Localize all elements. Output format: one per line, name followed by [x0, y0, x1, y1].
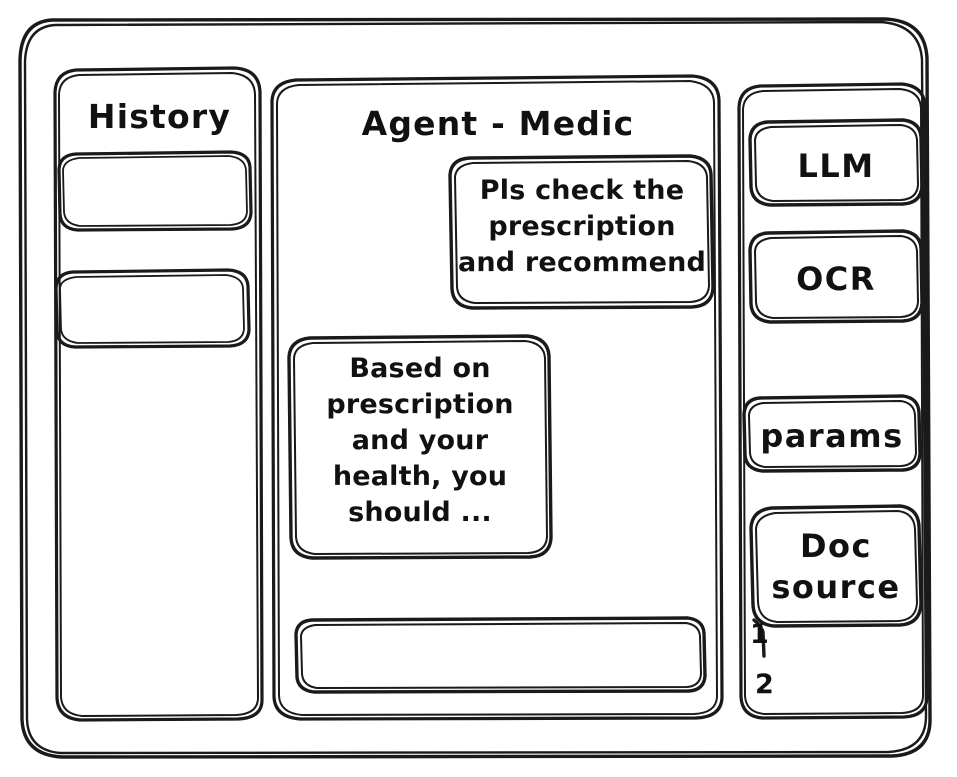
left-sidebar-title: History	[87, 97, 232, 136]
tool-ocr-button[interactable]: OCR	[750, 231, 922, 322]
tool-llm-label: LLM	[797, 147, 875, 185]
tool-params-button[interactable]: params	[744, 396, 920, 471]
doc-source-tick-icon	[752, 618, 766, 658]
history-item-2[interactable]	[56, 270, 249, 347]
doc-source-item-2[interactable]: 2	[755, 669, 775, 700]
user-message-bubble: Pls check the prescription and recommend	[457, 175, 707, 278]
tool-doc-source-label: Doc source	[771, 527, 901, 606]
message-input[interactable]	[298, 621, 702, 690]
tool-llm-button[interactable]: LLM	[750, 120, 922, 205]
tool-doc-source-button[interactable]: Doc source	[751, 506, 921, 626]
assistant-message-bubble: Based on prescription and your health, y…	[326, 353, 514, 528]
tool-ocr-label: OCR	[796, 260, 876, 298]
main-panel-title: Agent - Medic	[361, 104, 635, 143]
doc-source-item-1[interactable]: 1	[750, 619, 770, 650]
history-item-1[interactable]	[59, 152, 251, 230]
tool-params-label: params	[760, 417, 904, 455]
